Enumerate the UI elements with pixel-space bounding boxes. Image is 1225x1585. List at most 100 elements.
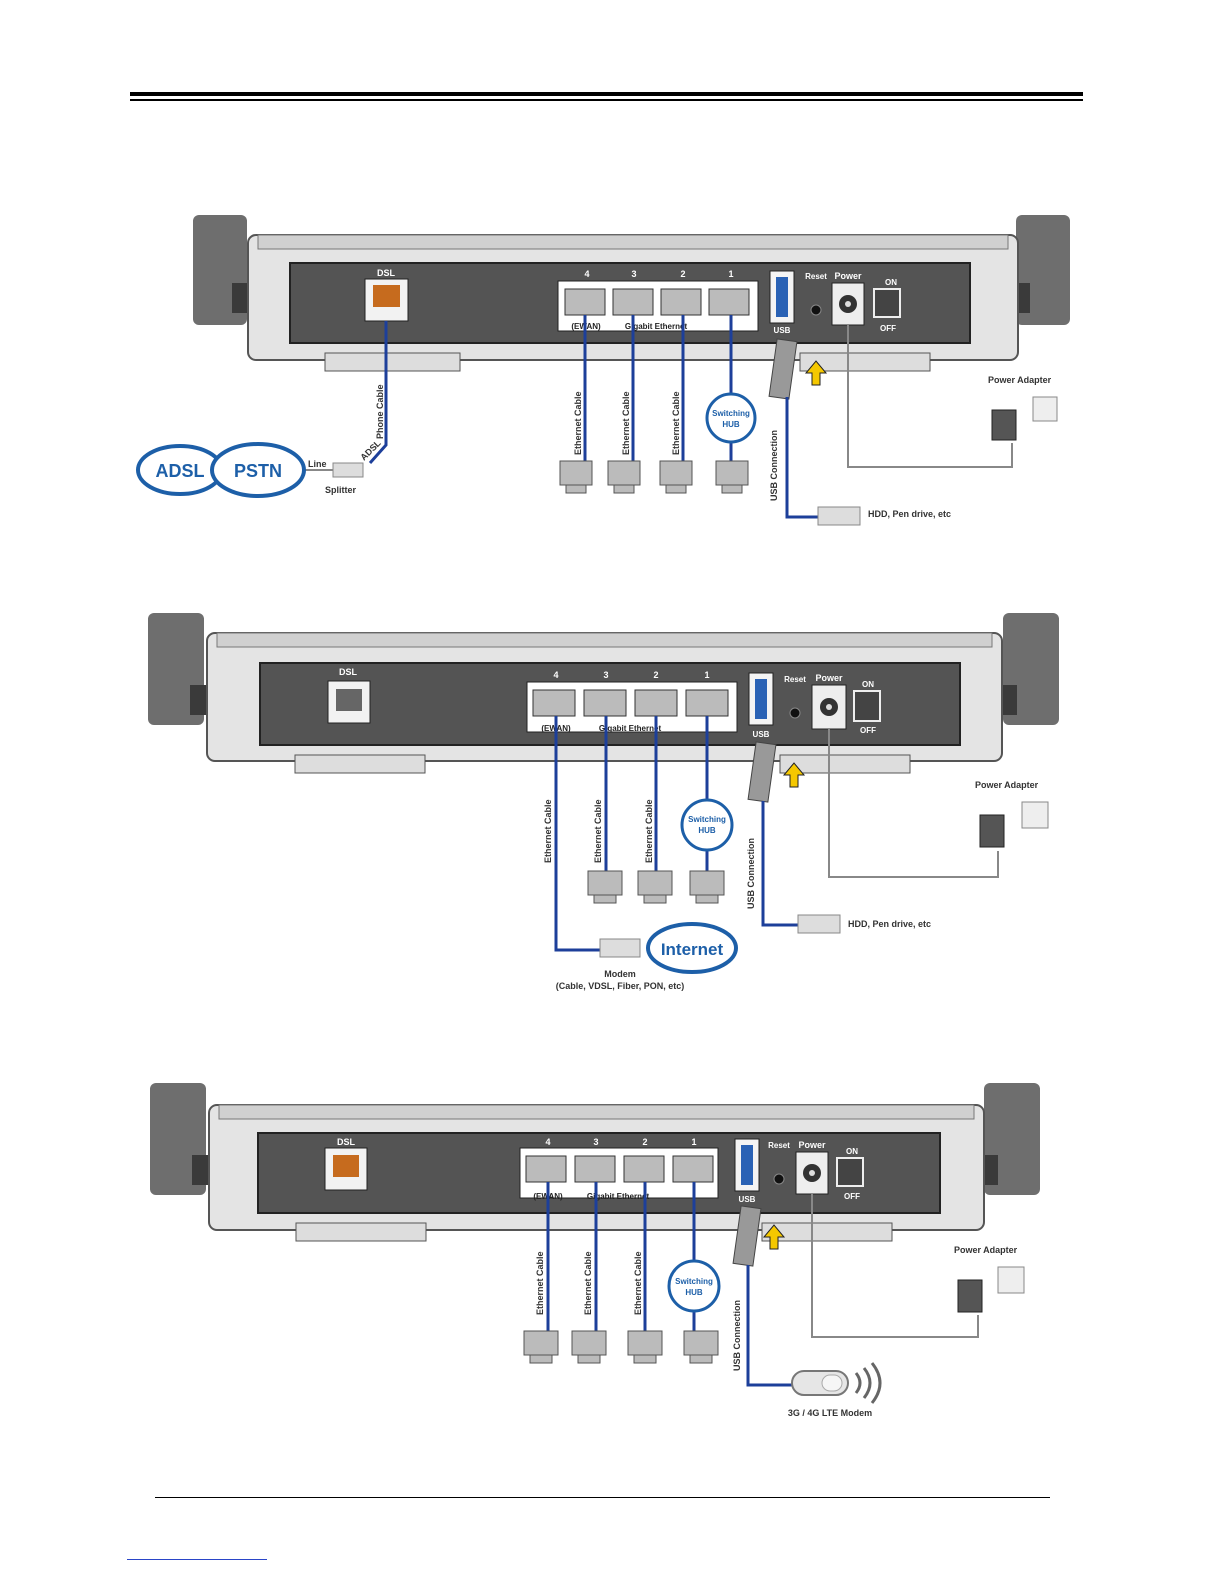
port-2-label: 2 (642, 1137, 647, 1147)
adsl-cloud: ADSL (136, 444, 224, 496)
header-rule-thick (130, 92, 1083, 96)
wireless-signal-icon (854, 1362, 882, 1404)
usb-plug (768, 338, 798, 400)
insert-arrow-icon (762, 1224, 786, 1250)
ethernet-cable-label-3: Ethernet Cable (671, 391, 681, 455)
splitter-label: Splitter (325, 485, 357, 495)
pstn-cloud: PSTN (210, 442, 306, 498)
usb-label: USB (774, 326, 791, 335)
ethernet-port-3 (583, 689, 627, 717)
usb-connection-label: USB Connection (769, 430, 779, 501)
insert-arrow-icon (782, 762, 806, 788)
usb-label: USB (753, 730, 770, 739)
wall-outlet-icon (1032, 396, 1058, 422)
power-label: Power (815, 673, 843, 683)
computer-icon (587, 870, 725, 904)
power-switch (836, 1157, 864, 1187)
ethernet-port-1 (672, 1155, 714, 1183)
ethernet-port-1 (685, 689, 729, 717)
ethernet-port-4 (525, 1155, 567, 1183)
power-label: Power (798, 1140, 826, 1150)
usb-plug (747, 741, 777, 803)
usb-plug (732, 1205, 762, 1267)
dsl-port-label: DSL (337, 1137, 356, 1147)
ethernet-cable-label-2: Ethernet Cable (593, 799, 603, 863)
reset-label: Reset (768, 1141, 790, 1150)
power-adapter-icon (957, 1279, 983, 1313)
reset-button (810, 304, 822, 316)
svg-text:Switching: Switching (675, 1277, 713, 1286)
reset-label: Reset (784, 675, 806, 684)
reset-button (789, 707, 801, 719)
svg-text:Switching: Switching (688, 815, 726, 824)
on-label: ON (846, 1147, 858, 1156)
port-3-label: 3 (631, 269, 636, 279)
svg-text:HUB: HUB (685, 1288, 703, 1297)
off-label: OFF (844, 1192, 860, 1201)
on-label: ON (885, 278, 897, 287)
gigabit-ethernet-label: Gigabit Ethernet (587, 1192, 650, 1201)
ethernet-port-3 (574, 1155, 616, 1183)
on-label: ON (862, 680, 874, 689)
reset-label: Reset (805, 272, 827, 281)
port-3-label: 3 (603, 670, 608, 680)
ethernet-port-2 (623, 1155, 665, 1183)
modem-types-label: (Cable, VDSL, Fiber, PON, etc) (556, 981, 685, 991)
power-adapter-label: Power Adapter (975, 780, 1039, 790)
ethernet-port-4 (532, 689, 576, 717)
usb-connection-label: USB Connection (732, 1300, 742, 1371)
diagram-ewan-connection: DSL 4 3 2 1 (EWAN) Gigabit Ethernet USB … (148, 613, 1059, 991)
ethernet-port-1 (708, 288, 750, 316)
off-label: OFF (880, 324, 896, 333)
ethernet-cable-label-1: Ethernet Cable (573, 391, 583, 455)
ethernet-cable-label-3: Ethernet Cable (644, 799, 654, 863)
gigabit-ethernet-label: Gigabit Ethernet (599, 724, 662, 733)
computer-icon (523, 1330, 719, 1364)
hdd-label: HDD, Pen drive, etc (848, 919, 931, 929)
svg-text:Internet: Internet (661, 940, 724, 959)
port-1-label: 1 (691, 1137, 696, 1147)
computer-icon (559, 460, 749, 494)
switching-hub: Switching HUB (705, 392, 757, 444)
hdd-label: HDD, Pen drive, etc (868, 509, 951, 519)
line-label: Line (308, 459, 327, 469)
reset-button (773, 1173, 785, 1185)
switching-hub: Switching HUB (680, 798, 734, 852)
modem-device (599, 938, 641, 958)
svg-text:HUB: HUB (698, 826, 716, 835)
port-4-label: 4 (553, 670, 558, 680)
svg-text:ADSL: ADSL (156, 461, 205, 481)
ethernet-cable-label-2: Ethernet Cable (583, 1251, 593, 1315)
ethernet-port-2 (660, 288, 702, 316)
port-2-label: 2 (680, 269, 685, 279)
hdd-device (817, 506, 861, 526)
modem-label: Modem (604, 969, 636, 979)
power-label: Power (834, 271, 862, 281)
port-1-label: 1 (704, 670, 709, 680)
diagram-lte-connection: DSL 4 3 2 1 (EWAN) Gigabit Ethernet USB … (150, 1083, 1040, 1418)
power-switch (873, 288, 901, 318)
usb-label: USB (739, 1195, 756, 1204)
power-adapter-icon (991, 409, 1017, 441)
ethernet-port-4 (564, 288, 606, 316)
power-adapter-label: Power Adapter (954, 1245, 1018, 1255)
insert-arrow-icon (804, 360, 828, 386)
svg-text:PSTN: PSTN (234, 461, 282, 481)
phone-cable-label: Phone Cable (375, 384, 385, 439)
diagram-adsl-connection: DSL 4 3 2 1 (EWAN) Gigabit Ethernet USB … (136, 215, 1070, 526)
dsl-port-label: DSL (377, 268, 396, 278)
port-1-label: 1 (728, 269, 733, 279)
svg-text:HUB: HUB (722, 420, 740, 429)
power-adapter-label: Power Adapter (988, 375, 1052, 385)
ethernet-cable-label-2: Ethernet Cable (621, 391, 631, 455)
ethernet-cable-label-1: Ethernet Cable (535, 1251, 545, 1315)
splitter (332, 462, 364, 478)
hdd-device (797, 914, 841, 934)
power-adapter-icon (979, 814, 1005, 848)
port-4-label: 4 (545, 1137, 550, 1147)
ethernet-port-2 (634, 689, 678, 717)
off-label: OFF (860, 726, 876, 735)
lte-modem-device (791, 1370, 849, 1396)
footer-rule (155, 1497, 1050, 1498)
power-switch (853, 690, 881, 722)
